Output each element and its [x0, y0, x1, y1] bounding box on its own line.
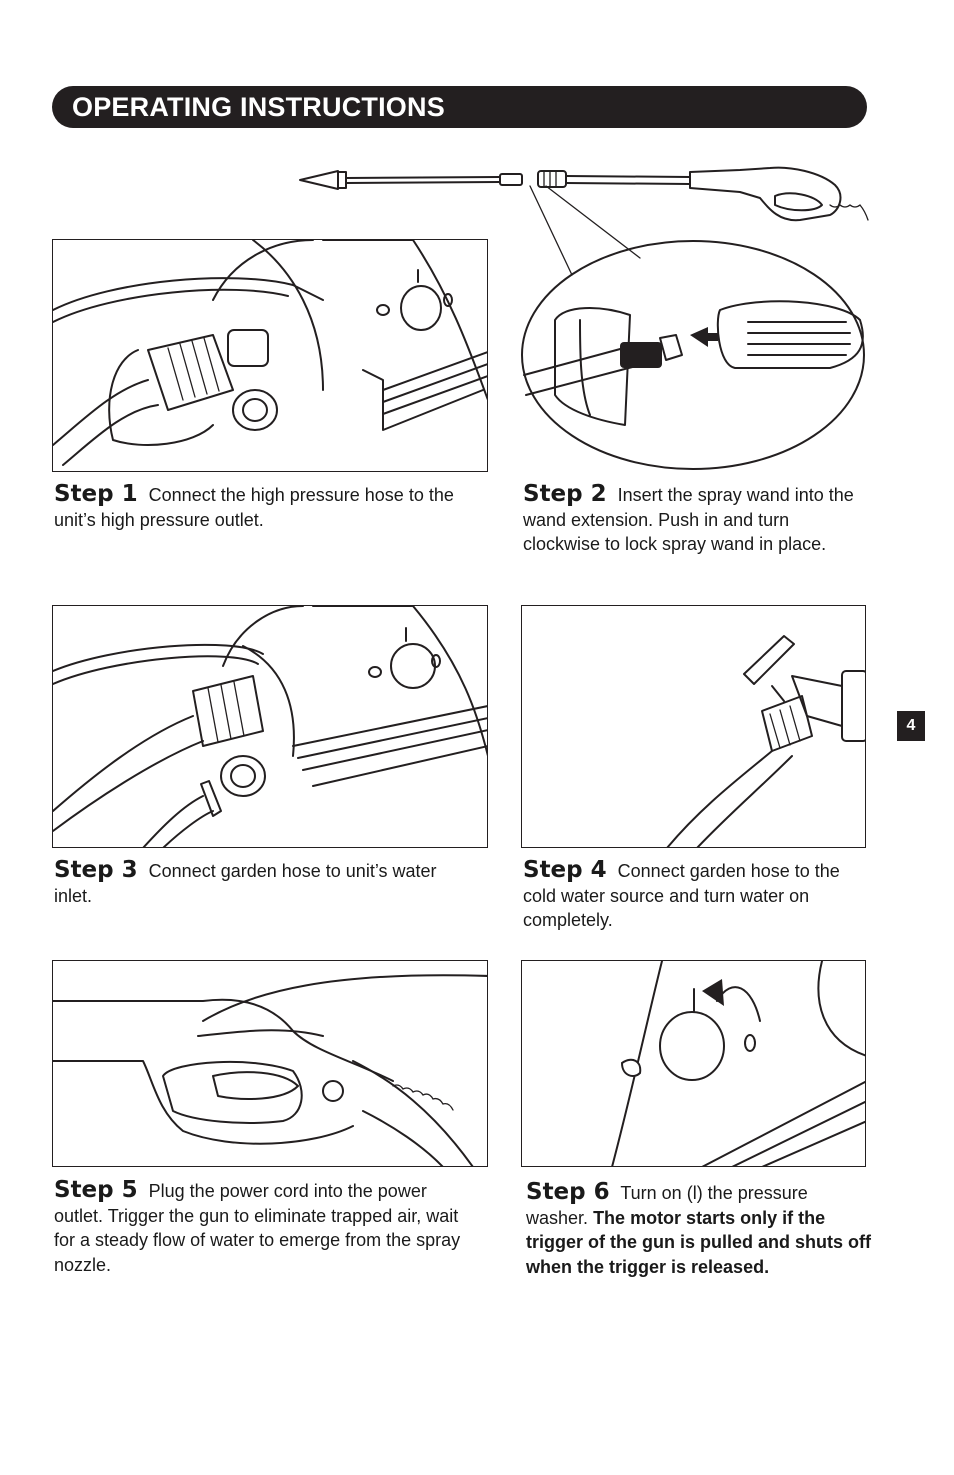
step-6-text: Turn on (l) the pressure washer. — [526, 1183, 808, 1228]
step-5-text: Plug the power cord into the power outle… — [54, 1181, 461, 1275]
step-6-warning: The motor starts only if the trigger of … — [526, 1207, 871, 1277]
step-3-caption: Step 3 Connect garden hose to unit’s wat… — [54, 858, 474, 908]
step-4-text: Connect garden hose to the cold water so… — [523, 861, 840, 930]
step-1-label: Step 1 — [54, 481, 138, 507]
step-2-caption: Step 2 Insert the spray wand into the wa… — [523, 482, 868, 557]
spray-wand-illustration — [299, 166, 869, 470]
step-6-illustration — [521, 960, 866, 1167]
step-3-illustration — [52, 605, 488, 848]
step-5-label: Step 5 — [54, 1177, 138, 1203]
step-2-label: Step 2 — [523, 481, 607, 507]
step-3-label: Step 3 — [54, 857, 138, 883]
section-header-bar: OPERATING INSTRUCTIONS — [52, 86, 867, 128]
step-6-label: Step 6 — [526, 1179, 610, 1205]
step-2-text: Insert the spray wand into the wand exte… — [523, 485, 854, 554]
step-4-illustration — [521, 605, 866, 848]
page-number-tab: 4 — [897, 711, 925, 741]
step-1-text: Connect the high pressure hose to the un… — [54, 485, 454, 530]
page-title: OPERATING INSTRUCTIONS — [72, 92, 445, 122]
step-4-label: Step 4 — [523, 857, 607, 883]
step-6-caption: Step 6 Turn on (l) the pressure washer. … — [526, 1180, 871, 1279]
step-1-caption: Step 1 Connect the high pressure hose to… — [54, 482, 474, 532]
step-5-illustration — [52, 960, 488, 1167]
step-1-illustration — [52, 239, 488, 472]
step-4-caption: Step 4 Connect garden hose to the cold w… — [523, 858, 868, 933]
step-5-caption: Step 5 Plug the power cord into the powe… — [54, 1178, 474, 1277]
step-3-text: Connect garden hose to unit’s water inle… — [54, 861, 437, 906]
